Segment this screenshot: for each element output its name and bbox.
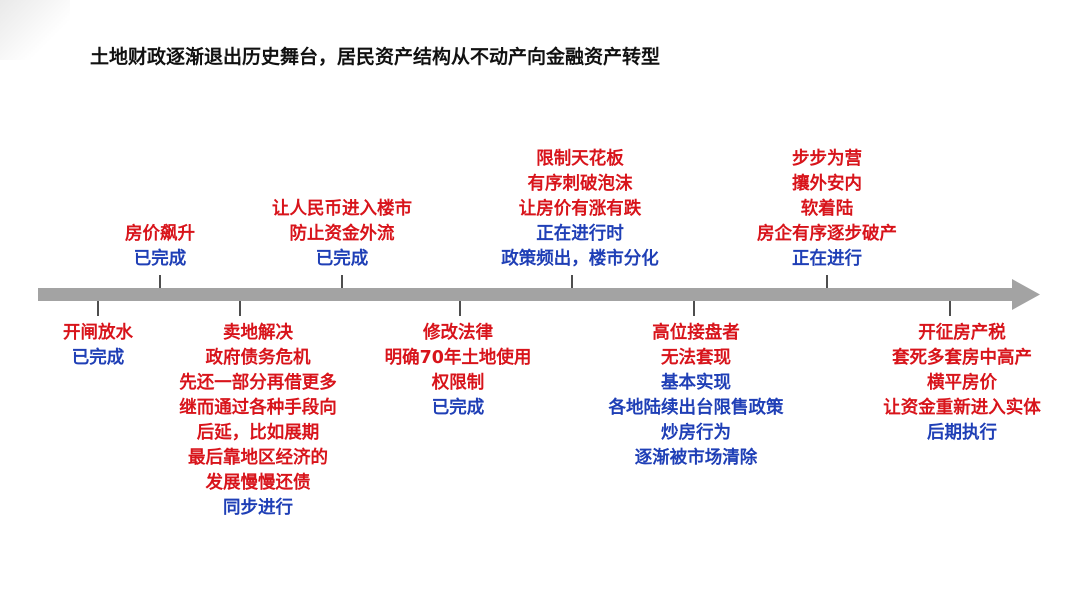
timeline-arrowhead	[1012, 279, 1040, 310]
action-text: 有序刺破泡沫	[527, 174, 633, 194]
action-text: 无法套现	[661, 348, 731, 368]
status-text: 炒房行为	[661, 423, 731, 443]
timeline-annotation-above-2: 让人民币进入楼市防止资金外流已完成	[272, 197, 412, 272]
status-text: 已完成	[431, 398, 485, 418]
status-text: 正在进行	[792, 249, 862, 269]
status-text: 已完成	[133, 249, 187, 269]
status-text: 已完成	[71, 348, 125, 368]
action-text: 套死多套房中高产	[892, 348, 1032, 368]
action-text: 横平房价	[927, 373, 997, 393]
action-text: 开闸放水	[63, 323, 133, 343]
timeline-annotation-above-1: 房价飙升已完成	[125, 222, 195, 272]
action-text: 卖地解决	[223, 323, 293, 343]
action-text: 防止资金外流	[289, 224, 395, 244]
timeline-annotation-below-4: 高位接盘者无法套现基本实现各地陆续出台限售政策炒房行为逐渐被市场清除	[609, 321, 784, 471]
action-text: 让房价有涨有跌	[518, 199, 642, 219]
timeline-annotation-below-5: 开征房产税套死多套房中高产横平房价让资金重新进入实体后期执行	[883, 321, 1041, 446]
status-text: 已完成	[315, 249, 369, 269]
timeline-annotation-above-3: 限制天花板有序刺破泡沫让房价有涨有跌正在进行时政策频出，楼市分化	[501, 147, 659, 272]
action-text: 修改法律	[422, 323, 493, 343]
action-text: 步步为营	[792, 149, 862, 169]
action-text: 软着陆	[800, 199, 854, 219]
timeline-annotation-above-4: 步步为营攘外安内软着陆房企有序逐步破产正在进行	[757, 147, 897, 272]
action-text: 继而通过各种手段向	[179, 398, 337, 418]
action-text: 最后靠地区经济的	[188, 448, 328, 468]
action-text: 限制天花板	[536, 149, 624, 169]
timeline-annotation-below-1: 开闸放水已完成	[63, 321, 133, 371]
status-text: 基本实现	[661, 373, 731, 393]
status-text: 逐渐被市场清除	[634, 448, 758, 468]
action-text: 明确70年土地使用	[384, 348, 532, 368]
action-text: 政府债务危机	[205, 348, 311, 368]
action-text: 房企有序逐步破产	[757, 224, 897, 244]
status-text: 正在进行时	[536, 224, 624, 244]
action-text: 房价飙升	[125, 224, 195, 244]
action-text: 让人民币进入楼市	[272, 199, 412, 219]
timeline-annotation-below-3: 修改法律明确70年土地使用权限制已完成	[385, 321, 532, 421]
status-text: 政策频出，楼市分化	[501, 249, 659, 269]
status-text: 各地陆续出台限售政策	[608, 398, 784, 418]
page-title: 土地财政逐渐退出历史舞台，居民资产结构从不动产向金融资产转型	[90, 46, 661, 68]
action-text: 攘外安内	[792, 174, 862, 194]
status-text: 同步进行	[223, 498, 293, 518]
action-text: 让资金重新进入实体	[883, 398, 1041, 418]
action-text: 开征房产税	[918, 323, 1006, 343]
timeline-ticks	[97, 275, 951, 316]
timeline-annotation-below-2: 卖地解决政府债务危机先还一部分再借更多继而通过各种手段向后延，比如展期最后靠地区…	[179, 321, 337, 521]
corner-shading	[0, 0, 70, 60]
action-text: 发展慢慢还债	[205, 473, 311, 493]
action-text: 先还一部分再借更多	[179, 373, 337, 393]
action-text: 后延，比如展期	[196, 423, 320, 443]
timeline-bar	[38, 288, 1012, 301]
action-text: 权限制	[431, 373, 485, 393]
status-text: 后期执行	[927, 423, 997, 443]
action-text: 高位接盘者	[652, 323, 740, 343]
